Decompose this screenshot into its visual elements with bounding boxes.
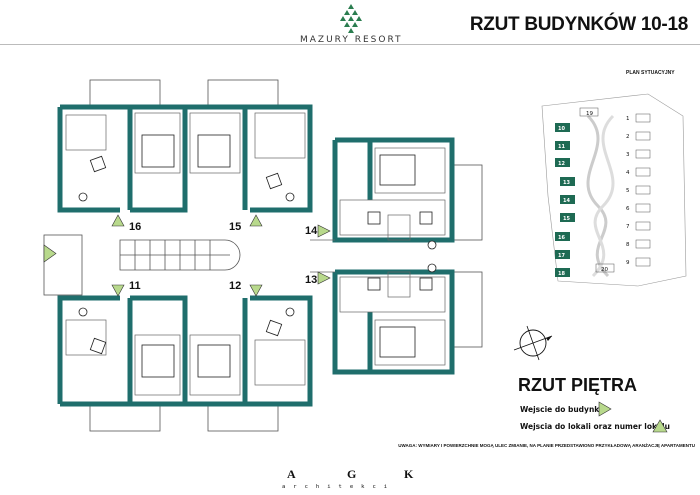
svg-text:6: 6	[626, 206, 630, 212]
svg-text:8: 8	[626, 242, 630, 248]
footer-logo: A G K architekci	[282, 466, 432, 495]
unit-number-14: 14	[305, 225, 318, 237]
disclaimer-note: UWAGA: WYMIARY I POWIERZCHNIE MOGĄ ULEC …	[398, 443, 695, 448]
footer-letter-g: G	[347, 467, 356, 481]
unit-number-15: 15	[229, 221, 241, 233]
svg-text:1: 1	[626, 116, 630, 122]
balcony	[89, 79, 161, 108]
svg-text:4: 4	[626, 170, 630, 176]
unit-number-11: 11	[129, 280, 141, 292]
unit-number-13: 13	[305, 274, 317, 286]
furniture	[78, 134, 437, 378]
page-title: RZUT BUDYNKÓW 10-18	[469, 14, 688, 35]
site-number-20: 20	[601, 267, 608, 273]
svg-text:11: 11	[558, 144, 565, 150]
entry-porch	[43, 234, 83, 296]
resort-logo	[340, 4, 362, 33]
triangle-up-icon	[652, 419, 668, 433]
svg-text:18: 18	[558, 271, 565, 277]
svg-text:15: 15	[563, 216, 570, 222]
svg-text:7: 7	[626, 224, 630, 230]
unit-entrance-markers	[111, 214, 331, 297]
balcony	[207, 403, 279, 432]
footer-letter-k: K	[404, 467, 414, 481]
balcony	[207, 79, 279, 108]
svg-text:16: 16	[558, 235, 565, 241]
site-number-19: 19	[586, 111, 593, 117]
footer-letter-a: A	[287, 467, 296, 481]
svg-text:13: 13	[563, 180, 570, 186]
site-buildings-left: 10 11 12 13 14 15 16 17 18	[555, 123, 575, 277]
building-entrance-marker	[43, 244, 57, 263]
site-buildings-right	[635, 113, 651, 267]
footer-word: architekci	[282, 484, 395, 490]
brand-name: MAZURY RESORT	[300, 35, 403, 45]
legend-building-entrance: Wejscie do budynku	[520, 405, 605, 414]
svg-text:12: 12	[558, 161, 565, 167]
balcony	[451, 164, 483, 241]
balcony	[451, 271, 483, 348]
legend-unit-entrance: Wejscia do lokali oraz numer lokalu	[520, 422, 670, 431]
site-plan-label: PLAN SYTUACYJNY	[626, 70, 675, 76]
svg-text:9: 9	[626, 260, 630, 266]
triangle-right-icon	[598, 401, 612, 417]
site-plan: 19 20 10 11 12 13 14 15 16 17 18 1 2 3 4…	[541, 93, 687, 287]
exterior-walls	[57, 104, 455, 407]
svg-text:2: 2	[626, 134, 630, 140]
unit-number-12: 12	[229, 280, 241, 292]
svg-text:5: 5	[626, 188, 630, 194]
svg-text:10: 10	[558, 126, 565, 132]
balcony	[89, 403, 161, 432]
header-divider	[0, 44, 700, 45]
staircase	[119, 239, 241, 271]
plan-subtitle: RZUT PIĘTRA	[518, 375, 637, 395]
unit-number-16: 16	[129, 221, 141, 233]
svg-text:17: 17	[558, 253, 565, 259]
svg-text:14: 14	[563, 198, 570, 204]
svg-text:3: 3	[626, 152, 630, 158]
north-arrow-icon	[513, 325, 553, 361]
